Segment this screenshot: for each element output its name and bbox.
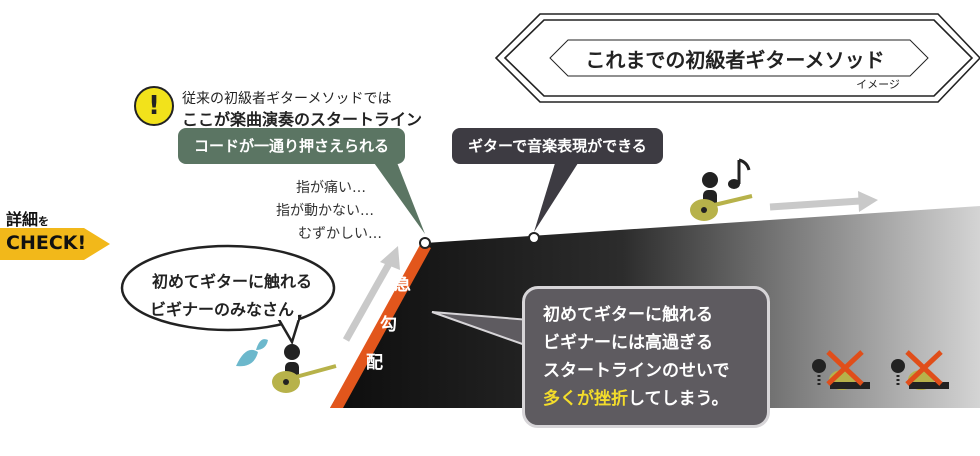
right-arrow: [769, 191, 878, 212]
explanation-box: 初めてギターに触れる ビギナーには高過ぎる スタートラインのせいで 多くが挫折し…: [522, 286, 770, 428]
title-sub: イメージ: [856, 78, 900, 91]
pain-point: 指が動かない…: [276, 203, 374, 219]
start-point-node: [419, 237, 431, 249]
up-arrow: [342, 246, 400, 342]
expression-point-node: [528, 232, 540, 244]
explanation-highlight: 多くが挫折: [543, 389, 628, 409]
beginner-bubble-line2: ビギナーのみなさん: [150, 300, 295, 319]
beginner-bubble-line1: 初めてギターに触れる: [152, 272, 313, 291]
failed-guitarist-icon: [812, 350, 870, 390]
title-frame: [494, 13, 980, 103]
slope-label-char: 急: [394, 275, 411, 295]
check-link-label[interactable]: 詳細を: [6, 206, 49, 230]
expression-label: ギターで音楽表現ができる: [452, 128, 663, 164]
beginner-speech-bubble: [120, 244, 336, 346]
slope-label-char: 配: [366, 353, 383, 373]
steep-slope-edge: [330, 243, 431, 408]
warning-icon: !: [134, 86, 174, 126]
check-arrow-shape[interactable]: [0, 228, 110, 260]
warning-note-line1: 従来の初級者ギターメソッドでは: [182, 91, 392, 107]
pain-point: むずかしい…: [298, 226, 382, 242]
warning-note-line2: ここが楽曲演奏のスタートライン: [182, 110, 423, 129]
sweat-drops-icon: [236, 339, 268, 367]
failed-guitarist-icon: [891, 350, 949, 390]
chords-label-pointer: [372, 160, 425, 234]
chords-label: コードが一通り押さえられる: [178, 128, 406, 164]
pain-point: 指が痛い…: [296, 180, 366, 196]
check-link-main: 詳細: [6, 210, 39, 229]
expression-label-pointer: [534, 160, 580, 232]
happy-guitarist-icon: [690, 172, 753, 221]
explanation-line: 初めてギターに触れる: [543, 305, 713, 325]
slope-label-char: 勾: [380, 315, 397, 335]
explanation-line: スタートラインのせいで: [543, 361, 730, 381]
check-link-particle: を: [38, 215, 50, 228]
explanation-line: 多くが挫折してしまう。: [543, 385, 749, 413]
title-text: これまでの初級者ギターメソッド: [585, 48, 884, 72]
explanation-line-rest: してしまう。: [628, 389, 729, 409]
beginner-guitarist-icon: [272, 344, 337, 393]
music-note-icon: [728, 158, 751, 189]
explanation-line: ビギナーには高過ぎる: [543, 333, 713, 353]
check-link-button[interactable]: CHECK!: [6, 232, 87, 254]
